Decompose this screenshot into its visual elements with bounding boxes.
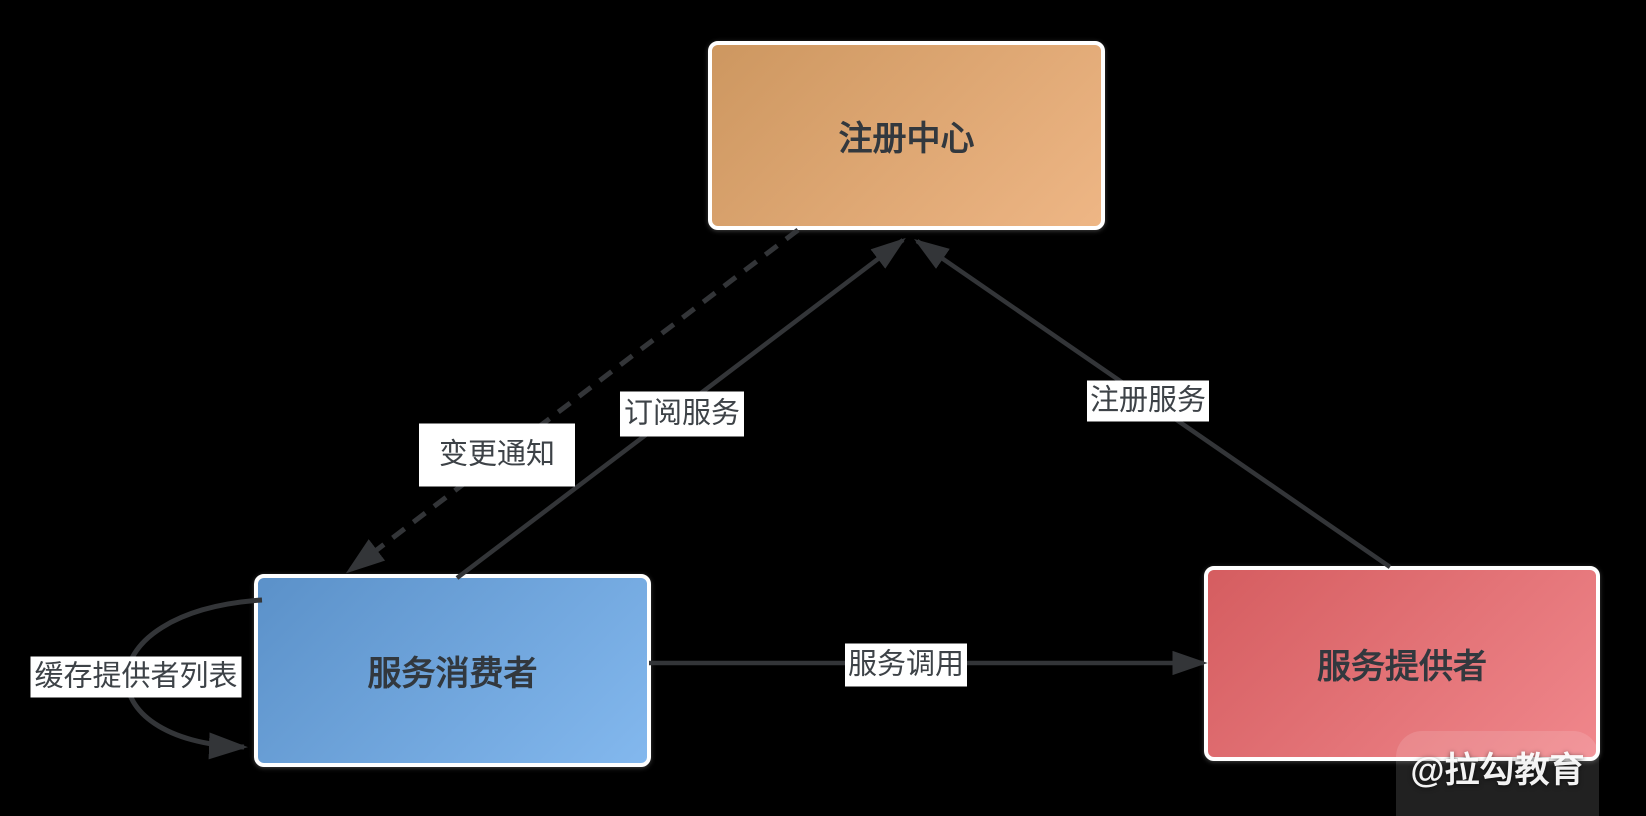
- node-provider-label: 服务提供者: [1317, 648, 1487, 686]
- watermark-text: @拉勾教育: [1410, 751, 1585, 790]
- node-consumer-label: 服务消费者: [367, 655, 538, 693]
- node-registry-center: 注册中心: [708, 41, 1105, 230]
- edge-label-subscribe: 订阅服务: [619, 391, 745, 437]
- node-service-provider: 服务提供者: [1204, 566, 1600, 761]
- edge-label-register-text: 注册服务: [1089, 384, 1207, 417]
- edge-label-cache-text: 缓存提供者列表: [34, 660, 238, 693]
- edge-label-cache: 缓存提供者列表: [30, 656, 242, 698]
- watermark-badge: @拉勾教育: [1396, 731, 1599, 816]
- edge-label-register: 注册服务: [1086, 380, 1210, 422]
- edge-label-subscribe-text: 订阅服务: [623, 397, 741, 430]
- edge-label-invoke-text: 服务调用: [847, 648, 965, 681]
- edge-label-notify: 变更通知: [418, 423, 576, 487]
- node-registry-label: 注册中心: [838, 120, 975, 158]
- edge-label-invoke: 服务调用: [844, 643, 968, 687]
- node-service-consumer: 服务消费者: [254, 574, 651, 767]
- edge-label-notify-text: 变更通知: [438, 438, 556, 471]
- edge-notify-dashed-arrow: [345, 228, 800, 574]
